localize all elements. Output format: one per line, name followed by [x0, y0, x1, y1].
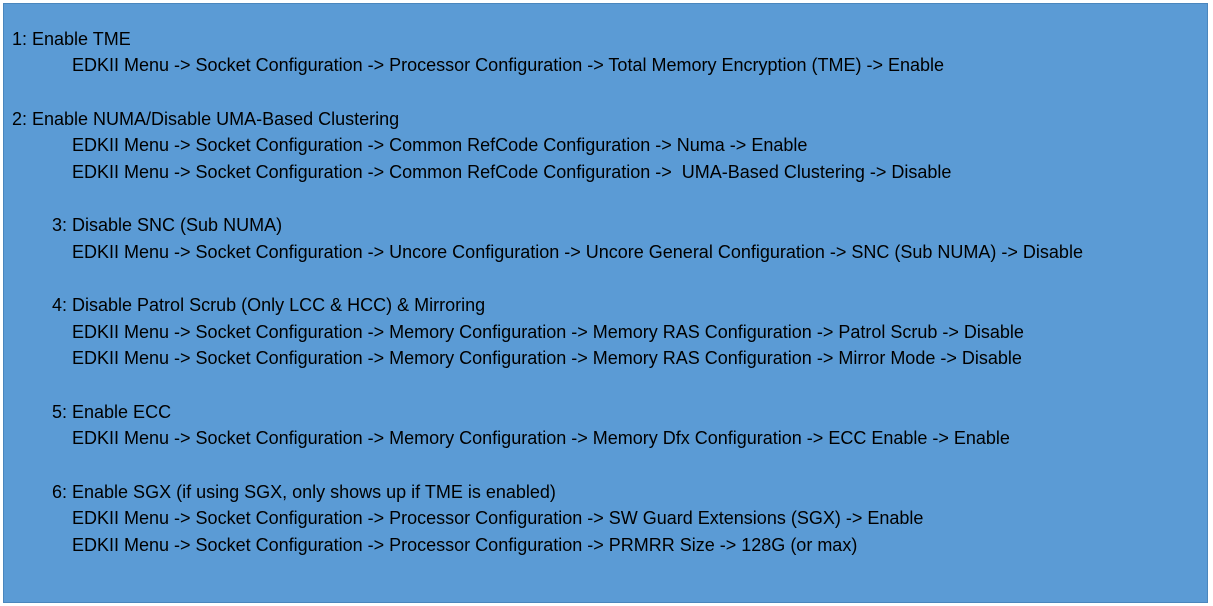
section-6-path-1: EDKII Menu -> Socket Configuration -> Pr… — [72, 508, 924, 528]
section-5-heading: 5: Enable ECC — [52, 402, 172, 422]
bios-settings-panel: 1: Enable TME EDKII Menu -> Socket Confi… — [3, 3, 1208, 603]
section-6-path-2: EDKII Menu -> Socket Configuration -> Pr… — [72, 535, 858, 555]
section-4-path-2: EDKII Menu -> Socket Configuration -> Me… — [72, 348, 1022, 368]
section-6-heading: 6: Enable SGX (if using SGX, only shows … — [52, 482, 556, 502]
section-1-heading: 1: Enable TME — [12, 29, 131, 49]
section-2-path-2: EDKII Menu -> Socket Configuration -> Co… — [72, 162, 952, 182]
section-3-heading: 3: Disable SNC (Sub NUMA) — [52, 215, 283, 235]
section-5-path-1: EDKII Menu -> Socket Configuration -> Me… — [72, 428, 1010, 448]
section-2-heading: 2: Enable NUMA/Disable UMA-Based Cluster… — [12, 109, 400, 129]
section-4-path-1: EDKII Menu -> Socket Configuration -> Me… — [72, 322, 1024, 342]
section-4-heading: 4: Disable Patrol Scrub (Only LCC & HCC)… — [52, 295, 486, 315]
section-3-path-1: EDKII Menu -> Socket Configuration -> Un… — [72, 242, 1083, 262]
section-1-path-1: EDKII Menu -> Socket Configuration -> Pr… — [72, 55, 945, 75]
section-2-path-1: EDKII Menu -> Socket Configuration -> Co… — [72, 135, 808, 155]
